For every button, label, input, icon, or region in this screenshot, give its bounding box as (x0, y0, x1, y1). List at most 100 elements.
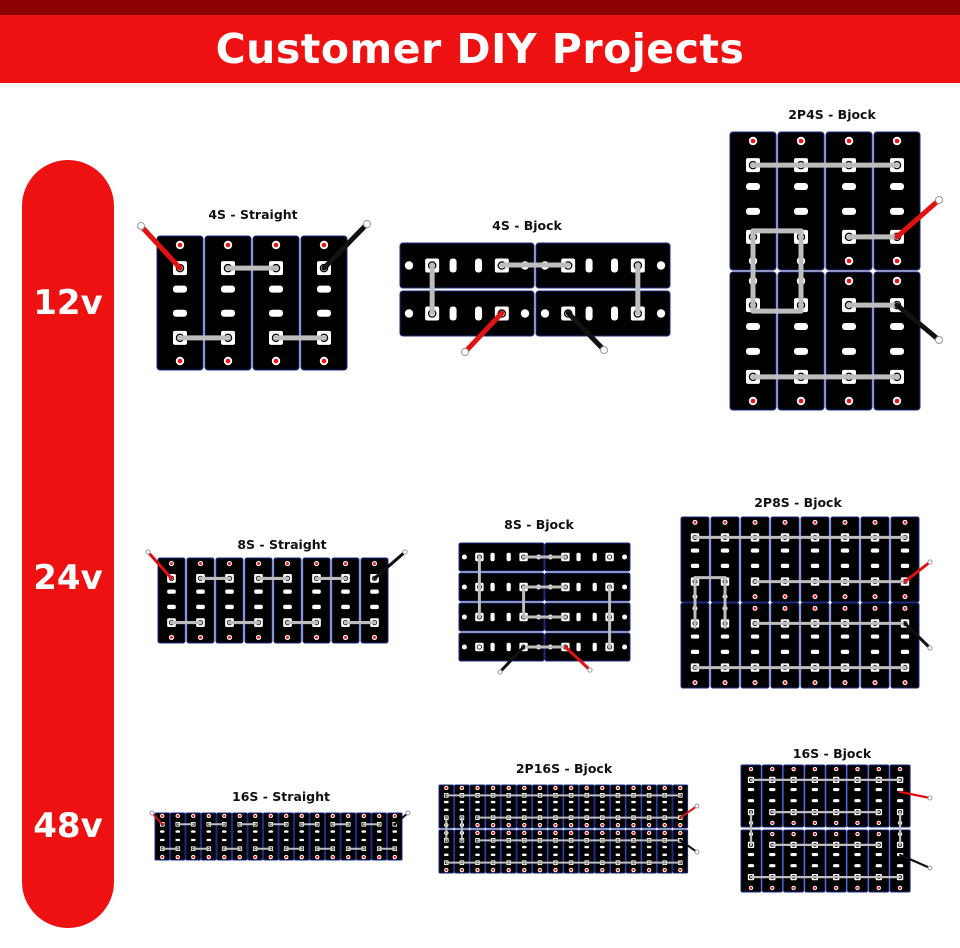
cell-vent (890, 207, 904, 215)
cell-vent (677, 808, 683, 811)
polarity-dot (585, 831, 588, 835)
polarity-dot (316, 855, 319, 859)
diagram-16s-bjock (740, 764, 933, 893)
battery-cell (825, 271, 873, 411)
polarity-dot (254, 814, 257, 818)
cable-lug (927, 865, 933, 871)
cell-vent (646, 853, 652, 856)
polarity-dot (257, 635, 260, 639)
cell-vent (269, 285, 283, 293)
polarity-dot (663, 831, 666, 835)
cell-vent (341, 604, 350, 610)
cell-vent (568, 853, 574, 856)
battery-cell (294, 812, 310, 861)
polarity-dot (601, 831, 604, 835)
cell-vent (299, 838, 305, 842)
battery-cell (247, 812, 263, 861)
cell-vent (392, 830, 398, 833)
cell-vent (842, 323, 856, 331)
polarity-dot (647, 823, 651, 827)
polarity-dot (843, 521, 847, 524)
polarity-dot (476, 831, 479, 835)
cell-vent (521, 800, 527, 804)
polarity-marker (622, 584, 628, 590)
battery-cell (610, 829, 626, 874)
cell-vent (585, 306, 593, 321)
polarity-dot (491, 868, 495, 872)
cell-vent (870, 649, 880, 654)
cell-vent (221, 309, 235, 317)
project-title-4s-bjock: 4S - Bjock (492, 218, 562, 233)
battery-cell (309, 812, 325, 861)
cell-vent (690, 563, 700, 568)
battery-cell (800, 602, 830, 689)
cell-vent (780, 634, 790, 639)
polarity-dot (269, 855, 272, 859)
cell-vent (615, 800, 621, 804)
cell-vent (631, 853, 636, 856)
polarity-dot (254, 855, 257, 859)
cell-vent (345, 830, 351, 833)
polarity-marker (461, 644, 467, 650)
terminal-bolt (476, 644, 482, 650)
cable-lug (694, 849, 700, 855)
cell-vent (646, 808, 652, 811)
polarity-dot (491, 823, 495, 827)
polarity-dot (894, 398, 900, 404)
cell-vent (794, 183, 808, 191)
cell-vent (615, 845, 621, 849)
cell-vent (252, 830, 258, 833)
diagram-2p16s-bjock (438, 784, 700, 874)
cell-vent (252, 838, 258, 842)
polarity-dot (538, 823, 542, 827)
polarity-dot (749, 767, 753, 771)
cable-lug (694, 803, 700, 809)
cell-vent (615, 853, 621, 856)
cable-lug (600, 346, 608, 354)
polarity-dot (507, 831, 510, 835)
cell-vent (506, 642, 511, 652)
polarity-dot (903, 681, 907, 684)
cell-vent (576, 642, 581, 652)
polarity-dot (554, 786, 557, 790)
polarity-dot (813, 767, 817, 771)
polarity-dot (507, 823, 510, 827)
polarity-marker (461, 554, 467, 560)
polarity-dot (873, 521, 877, 524)
battery-cell (185, 812, 201, 861)
battery-cell (485, 829, 501, 874)
cable-lug (363, 220, 371, 228)
project-title-16s-straight: 16S - Straight (232, 789, 330, 804)
polarity-dot (523, 868, 526, 872)
polarity-dot (723, 521, 727, 524)
polarity-dot (238, 814, 241, 818)
polarity-dot (846, 398, 852, 404)
cell-vent (842, 347, 856, 355)
cell-vent (196, 604, 205, 610)
polarity-dot (877, 832, 881, 836)
cell-vent (361, 838, 367, 842)
battery-cell (610, 784, 626, 829)
cable-lug (402, 549, 408, 555)
polarity-dot (753, 607, 757, 610)
polarity-dot (834, 886, 838, 890)
negative-cable (903, 621, 932, 650)
polarity-dot (632, 868, 635, 872)
cell-vent (747, 852, 755, 857)
cell-vent (490, 853, 496, 856)
positive-cable (151, 812, 164, 826)
polarity-dot (843, 681, 847, 684)
cell-vent (585, 258, 593, 273)
negative-cable (679, 839, 698, 853)
cell-vent (506, 853, 512, 856)
polarity-dot (834, 821, 838, 825)
cell-vent (840, 649, 850, 654)
polarity-dot (771, 886, 774, 890)
polarity-dot (898, 767, 902, 771)
cable-lug (587, 667, 593, 673)
cell-vent (506, 582, 511, 592)
polarity-dot (813, 595, 817, 598)
polarity-dot (554, 868, 557, 872)
polarity-marker (404, 309, 414, 318)
diagram-16s-straight (149, 810, 411, 861)
